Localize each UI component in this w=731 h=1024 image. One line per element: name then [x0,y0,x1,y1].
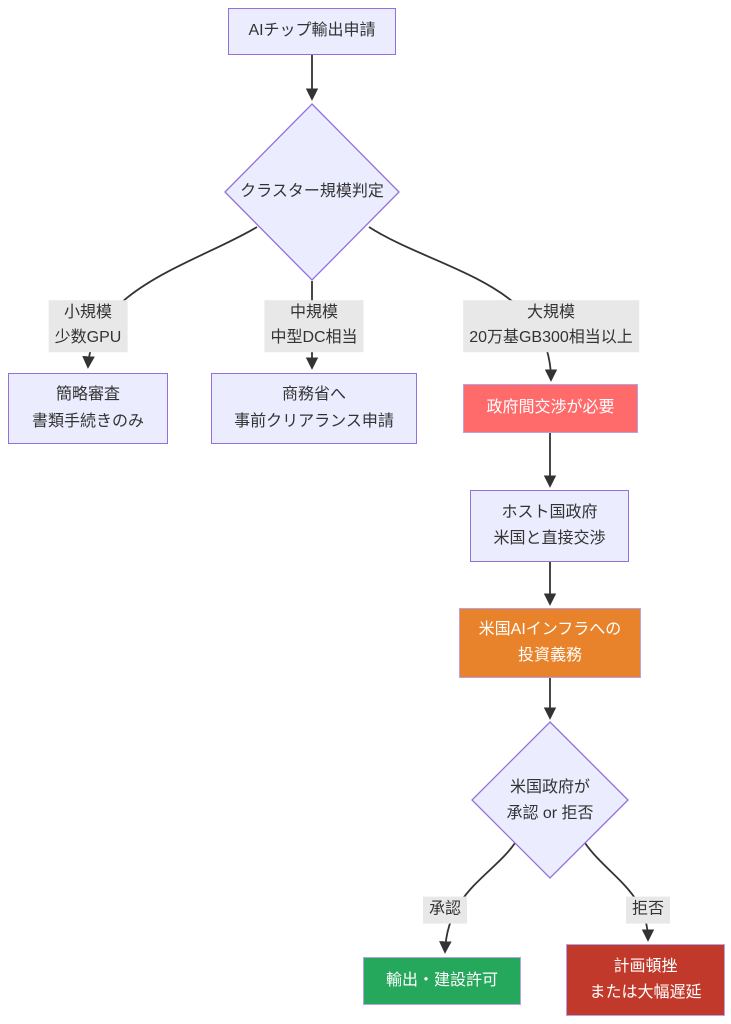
edge-label-small-scale: 小規模 少数GPU [48,300,128,352]
node-rejected: 計画頓挫 または大幅遅延 [566,944,725,1016]
decision-us-government-shape [471,721,629,879]
edge-label-medium-scale: 中規模 中型DC相当 [264,300,364,352]
node-investment-obligation: 米国AIインフラへの 投資義務 [459,608,641,678]
node-simplified-review: 簡略審査 書類手続きのみ [8,373,168,444]
edge-us-decision-to-rejected [584,842,655,942]
node-commerce-clearance: 商務省へ 事前クリアランス申請 [211,373,417,444]
edge-label-approve: 承認 [422,896,468,924]
decision-cluster-size-shape [224,103,400,281]
node-host-government: ホスト国政府 米国と直接交渉 [470,490,629,562]
edge-label-reject: 拒否 [625,896,671,924]
node-us-decision-label: 米国政府が 承認 or 拒否 [506,778,594,822]
node-approved: 輸出・建設許可 [363,957,521,1005]
edge-us-decision-to-approved [439,842,516,954]
node-gov-negotiation: 政府間交渉が必要 [463,384,638,433]
node-cluster-size-decision-label: クラスター規模判定 [240,182,384,200]
edge-label-large-scale: 大規模 20万基GB300相当以上 [463,300,639,352]
node-start: AIチップ輸出申請 [228,8,396,55]
